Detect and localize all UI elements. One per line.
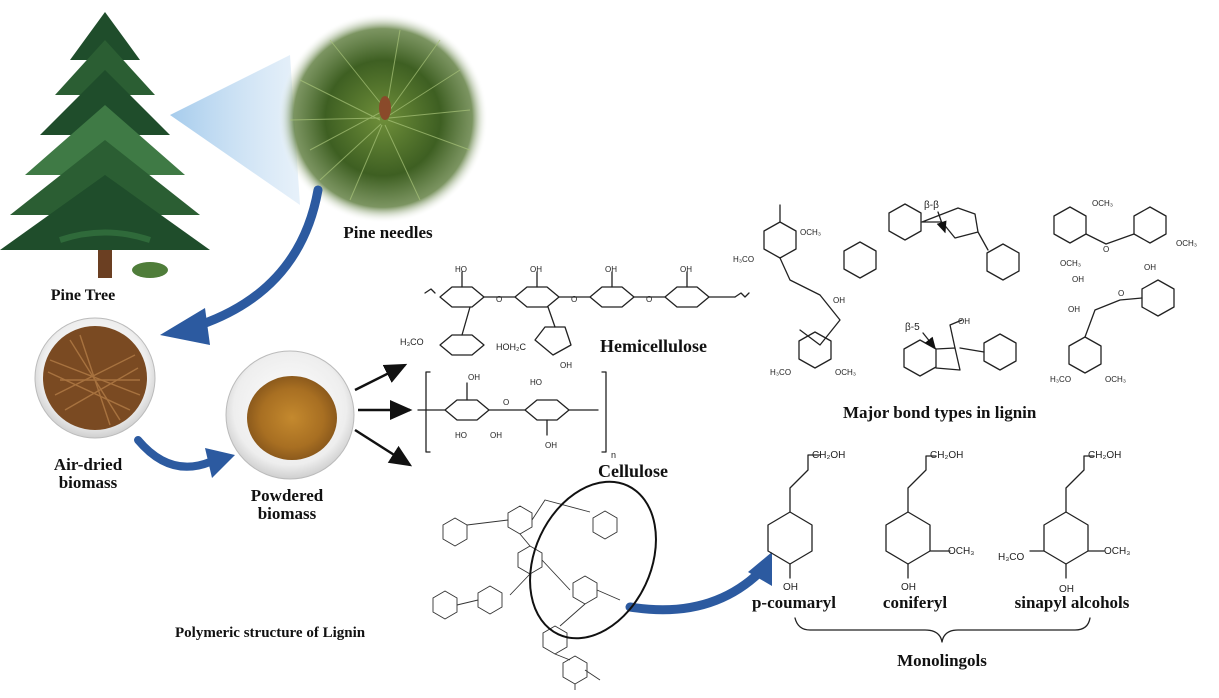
chem-h3co-b2: H₃CO — [770, 368, 791, 377]
chem-oh-hemi-2: OH — [605, 265, 617, 274]
chem-och3-b5: OCH₃ — [1060, 259, 1081, 268]
chem-oh-b5: OH — [1068, 305, 1080, 314]
chem-oh-cell-2: OH — [490, 431, 502, 440]
chem-och3-b3: OCH₃ — [1092, 199, 1113, 208]
chem-o-cell: O — [503, 398, 509, 407]
chem-oh-hemi-1: OH — [530, 265, 542, 274]
label-powdered-line2: biomass — [257, 503, 317, 523]
label-lignin-bond-types: Major bond types in lignin — [843, 403, 1037, 422]
p-coumaryl-structure: CH₂OH OH — [767, 450, 845, 593]
air-dried-biomass-photo — [34, 317, 156, 439]
chem-oh-b3: OH — [1144, 263, 1156, 272]
label-powdered-line1: Powdered — [250, 486, 324, 505]
label-polymeric-lignin: Polymeric structure of Lignin — [175, 625, 366, 641]
label-powdered-biomass: Powdered biomass — [251, 487, 323, 523]
chem-o-hemi-3: O — [646, 295, 652, 304]
chem-oh-b4: OH — [958, 317, 970, 326]
label-air-dried-line1: Air-dried — [53, 455, 123, 474]
chem-och3-b4: OCH₃ — [1176, 239, 1197, 248]
label-cellulose: Cellulose — [598, 461, 668, 481]
hemicellulose-structure: H₃CO HOH₂C HO OH OH OH O O O OH — [400, 265, 750, 370]
powdered-biomass-photo — [225, 350, 355, 480]
chem-oh-1: OH — [783, 582, 798, 593]
highlight-ellipse — [529, 480, 657, 640]
chem-oh-hemi-3: OH — [680, 265, 692, 274]
chem-och3-2: OCH₃ — [948, 546, 974, 557]
chem-ho-cell-1: HO — [455, 431, 467, 440]
chem-h3co-hemi: H₃CO — [400, 337, 424, 347]
label-pine-tree: Pine Tree — [50, 287, 116, 304]
label-air-dried-line2: biomass — [58, 472, 118, 492]
monolignol-structures: CH₂OH OH CH₂OH OH OCH₃ CH₂OH OH OCH₃ H₃C… — [767, 450, 1130, 643]
chem-oh-cell-3: OH — [545, 441, 557, 450]
chem-ch2oh-2: CH₂OH — [930, 450, 963, 461]
chem-n-cellulose: n — [611, 450, 616, 460]
label-coniferyl: coniferyl — [882, 593, 948, 612]
chem-o-b6: O — [1118, 289, 1124, 298]
label-pine-needles: Pine needles — [343, 223, 433, 242]
chem-ho-cell-2: HO — [530, 378, 542, 387]
coniferyl-structure: CH₂OH OH OCH₃ — [885, 450, 974, 593]
pine-needles-photo — [278, 13, 488, 223]
label-hemicellulose: Hemicellulose — [600, 336, 707, 356]
label-sinapyl-alcohols: sinapyl alcohols — [1014, 593, 1130, 612]
chem-och3-b7: OCH₃ — [1105, 375, 1126, 384]
chem-hoh2c-hemi: HOH₂C — [496, 342, 526, 352]
chem-och3-b2: OCH₃ — [835, 368, 856, 377]
branch-arrows — [354, 363, 413, 467]
chem-oh-b6: OH — [1072, 275, 1084, 284]
chem-oh-cell-1: OH — [468, 373, 480, 382]
chem-oh-2: OH — [901, 582, 916, 593]
chem-och3-b1: OCH₃ — [800, 228, 821, 237]
flow-arrow-lignin-to-monolignols — [625, 552, 772, 615]
chem-o-hemi-1: O — [496, 295, 502, 304]
lignin-bond-types: OCH₃ H₃CO H₃CO OCH₃ OH β-β O OCH₃ OCH₃ O… — [733, 199, 1197, 384]
cellulose-structure: n OH HO OH HO OH O — [417, 371, 616, 460]
flow-arrow-needles-to-air-dried — [160, 185, 323, 345]
label-p-coumaryl: p-coumaryl — [751, 593, 837, 612]
sinapyl-structure: CH₂OH OH OCH₃ H₃CO — [998, 450, 1130, 595]
flow-arrow-air-dried-to-powdered — [134, 436, 235, 478]
chem-h3co-3: H₃CO — [998, 552, 1025, 563]
pine-tree-illustration — [0, 12, 300, 278]
chem-oh-b1: OH — [833, 296, 845, 305]
monolignols-brace — [794, 617, 1091, 643]
chem-ch2oh-3: CH₂OH — [1088, 450, 1121, 461]
chem-beta-5: β-5 — [905, 322, 920, 333]
chem-oh-3: OH — [1059, 584, 1074, 595]
chem-o-b3: O — [1103, 245, 1109, 254]
chem-h3co-b1: H₃CO — [733, 255, 754, 264]
chem-o-hemi-2: O — [571, 295, 577, 304]
chem-ho-hemi-1: HO — [455, 265, 467, 274]
chem-beta-beta: β-β — [924, 200, 939, 211]
label-air-dried-biomass: Air-dried biomass — [54, 456, 122, 492]
chem-oh-hemi-4: OH — [560, 361, 572, 370]
label-monolignols: Monolingols — [897, 651, 987, 670]
chem-och3-3: OCH₃ — [1104, 546, 1130, 557]
chem-ch2oh-1: CH₂OH — [812, 450, 845, 461]
chem-h3co-b7: H₃CO — [1050, 375, 1071, 384]
polymeric-lignin-structure — [432, 480, 657, 690]
